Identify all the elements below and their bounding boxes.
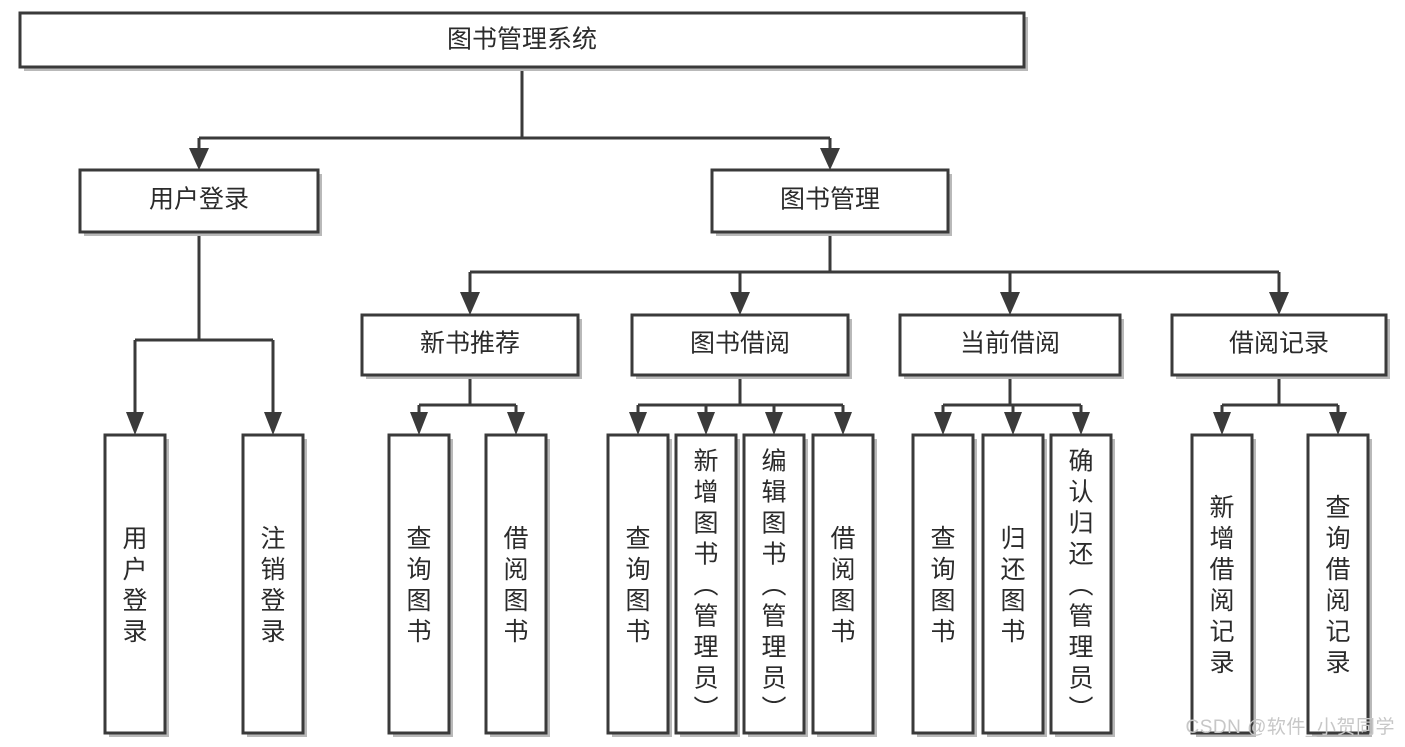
book-borrow-label: 图书借阅 <box>690 330 790 358</box>
leaf-confirm-return-box[interactable] <box>1049 433 1113 735</box>
root-box[interactable] <box>18 11 1026 69</box>
arrow-head-leaf-add-book <box>697 412 715 435</box>
arrow-head-leaf-confirm-return <box>1072 412 1090 435</box>
leaf-user-logout-label: 注销登录 <box>260 525 285 646</box>
node-leaf-add-book[interactable]: 新增图书︵管理员︶ <box>674 433 740 737</box>
leaf-user-logout-box[interactable] <box>241 433 305 735</box>
arrow-head-current-borrow <box>1000 292 1020 315</box>
leaf-node-layer: 用户登录 注销登录 查询图书 借阅图书 查询图书 新增图书︵管理员︶ 编辑图书︵管理员︶ 借阅… <box>103 433 1372 737</box>
book-manage-box[interactable] <box>710 168 950 234</box>
node-leaf-confirm-return[interactable]: 确认归还︵管理员︶ <box>1049 433 1115 737</box>
arrow-head-leaf-edit-book <box>765 412 783 435</box>
csdn-watermark: CSDN @软件_小贺同学 <box>1185 717 1395 738</box>
node-current-borrow[interactable]: 当前借阅 <box>898 313 1124 379</box>
user-login-box[interactable] <box>78 168 320 234</box>
leaf-add-book-label: 新增图书︵管理员︶ <box>693 447 718 723</box>
node-root[interactable]: 图书管理系统 <box>18 11 1028 71</box>
node-leaf-query-book-cb[interactable]: 查询图书 <box>911 433 977 737</box>
new-book-recommend-label: 新书推荐 <box>420 330 520 358</box>
arrow-head-leaf-add-record <box>1213 412 1231 435</box>
leaf-query-book-nbr-label: 查询图书 <box>406 525 431 646</box>
book-borrow-box[interactable] <box>630 313 850 377</box>
leaf-borrow-book-nbr-box[interactable] <box>484 433 548 735</box>
borrow-record-label: 借阅记录 <box>1229 330 1329 358</box>
leaf-query-book-cb-box[interactable] <box>911 433 975 735</box>
leaf-borrow-book-bb-label: 借阅图书 <box>830 525 855 646</box>
leaf-query-record-box[interactable] <box>1306 433 1370 735</box>
leaf-edit-book-box[interactable] <box>742 433 806 735</box>
node-leaf-query-book-nbr[interactable]: 查询图书 <box>387 433 453 737</box>
node-leaf-borrow-book-bb[interactable]: 借阅图书 <box>811 433 877 737</box>
leaf-add-record-label: 新增借阅记录 <box>1209 494 1234 677</box>
arrow-head-leaf-user-login <box>126 412 144 435</box>
node-leaf-user-logout[interactable]: 注销登录 <box>241 433 307 737</box>
arrow-head-book-manage <box>820 148 840 170</box>
leaf-borrow-book-bb-box[interactable] <box>811 433 875 735</box>
connector-group <box>126 67 1347 435</box>
arrow-head-borrow-record <box>1269 292 1289 315</box>
new-book-recommend-box[interactable] <box>360 313 580 377</box>
current-borrow-box[interactable] <box>898 313 1122 377</box>
book-manage-label: 图书管理 <box>780 186 880 214</box>
node-book-manage[interactable]: 图书管理 <box>710 168 952 236</box>
node-leaf-return-book[interactable]: 归还图书 <box>981 433 1047 737</box>
node-leaf-query-record[interactable]: 查询借阅记录 <box>1306 433 1372 737</box>
arrow-head-leaf-user-logout <box>264 412 282 435</box>
arrow-head-leaf-borrow-book-nbr <box>507 412 525 435</box>
arrow-head-user-login <box>189 148 209 170</box>
leaf-query-book-nbr-box[interactable] <box>387 433 451 735</box>
leaf-return-book-box[interactable] <box>981 433 1045 735</box>
node-new-book-recommend[interactable]: 新书推荐 <box>360 313 582 379</box>
arrow-head-book-borrow <box>730 292 750 315</box>
node-user-login[interactable]: 用户登录 <box>78 168 322 236</box>
leaf-edit-book-label: 编辑图书︵管理员︶ <box>761 447 786 723</box>
node-book-borrow[interactable]: 图书借阅 <box>630 313 852 379</box>
leaf-add-record-box[interactable] <box>1190 433 1254 735</box>
arrow-head-leaf-query-book-bb <box>629 412 647 435</box>
arrow-head-leaf-query-book-nbr <box>410 412 428 435</box>
arrow-head-leaf-borrow-book-bb <box>834 412 852 435</box>
node-leaf-query-book-bb[interactable]: 查询图书 <box>606 433 672 737</box>
leaf-user-login-label: 用户登录 <box>122 525 147 646</box>
node-leaf-edit-book[interactable]: 编辑图书︵管理员︶ <box>742 433 808 737</box>
borrow-record-box[interactable] <box>1170 313 1388 377</box>
root-label: 图书管理系统 <box>447 26 597 54</box>
node-leaf-borrow-book-nbr[interactable]: 借阅图书 <box>484 433 550 737</box>
leaf-return-book-label: 归还图书 <box>1000 525 1025 646</box>
leaf-query-book-cb-label: 查询图书 <box>930 525 955 646</box>
arrow-head-leaf-query-record <box>1329 412 1347 435</box>
current-borrow-label: 当前借阅 <box>960 330 1060 358</box>
arrow-head-leaf-return-book <box>1004 412 1022 435</box>
leaf-query-book-bb-label: 查询图书 <box>625 525 650 646</box>
node-borrow-record[interactable]: 借阅记录 <box>1170 313 1390 379</box>
leaf-query-book-bb-box[interactable] <box>606 433 670 735</box>
leaf-borrow-book-nbr-label: 借阅图书 <box>503 525 528 646</box>
leaf-query-record-label: 查询借阅记录 <box>1325 494 1350 677</box>
leaf-user-login-box[interactable] <box>103 433 167 735</box>
arrow-head-new-book-recommend <box>460 292 480 315</box>
user-login-label: 用户登录 <box>149 186 249 214</box>
arrow-head-leaf-query-book-cb <box>934 412 952 435</box>
node-leaf-user-login[interactable]: 用户登录 <box>103 433 169 737</box>
leaf-add-book-box[interactable] <box>674 433 738 735</box>
leaf-confirm-return-label: 确认归还︵管理员︶ <box>1068 447 1093 723</box>
node-leaf-add-record[interactable]: 新增借阅记录 <box>1190 433 1256 737</box>
